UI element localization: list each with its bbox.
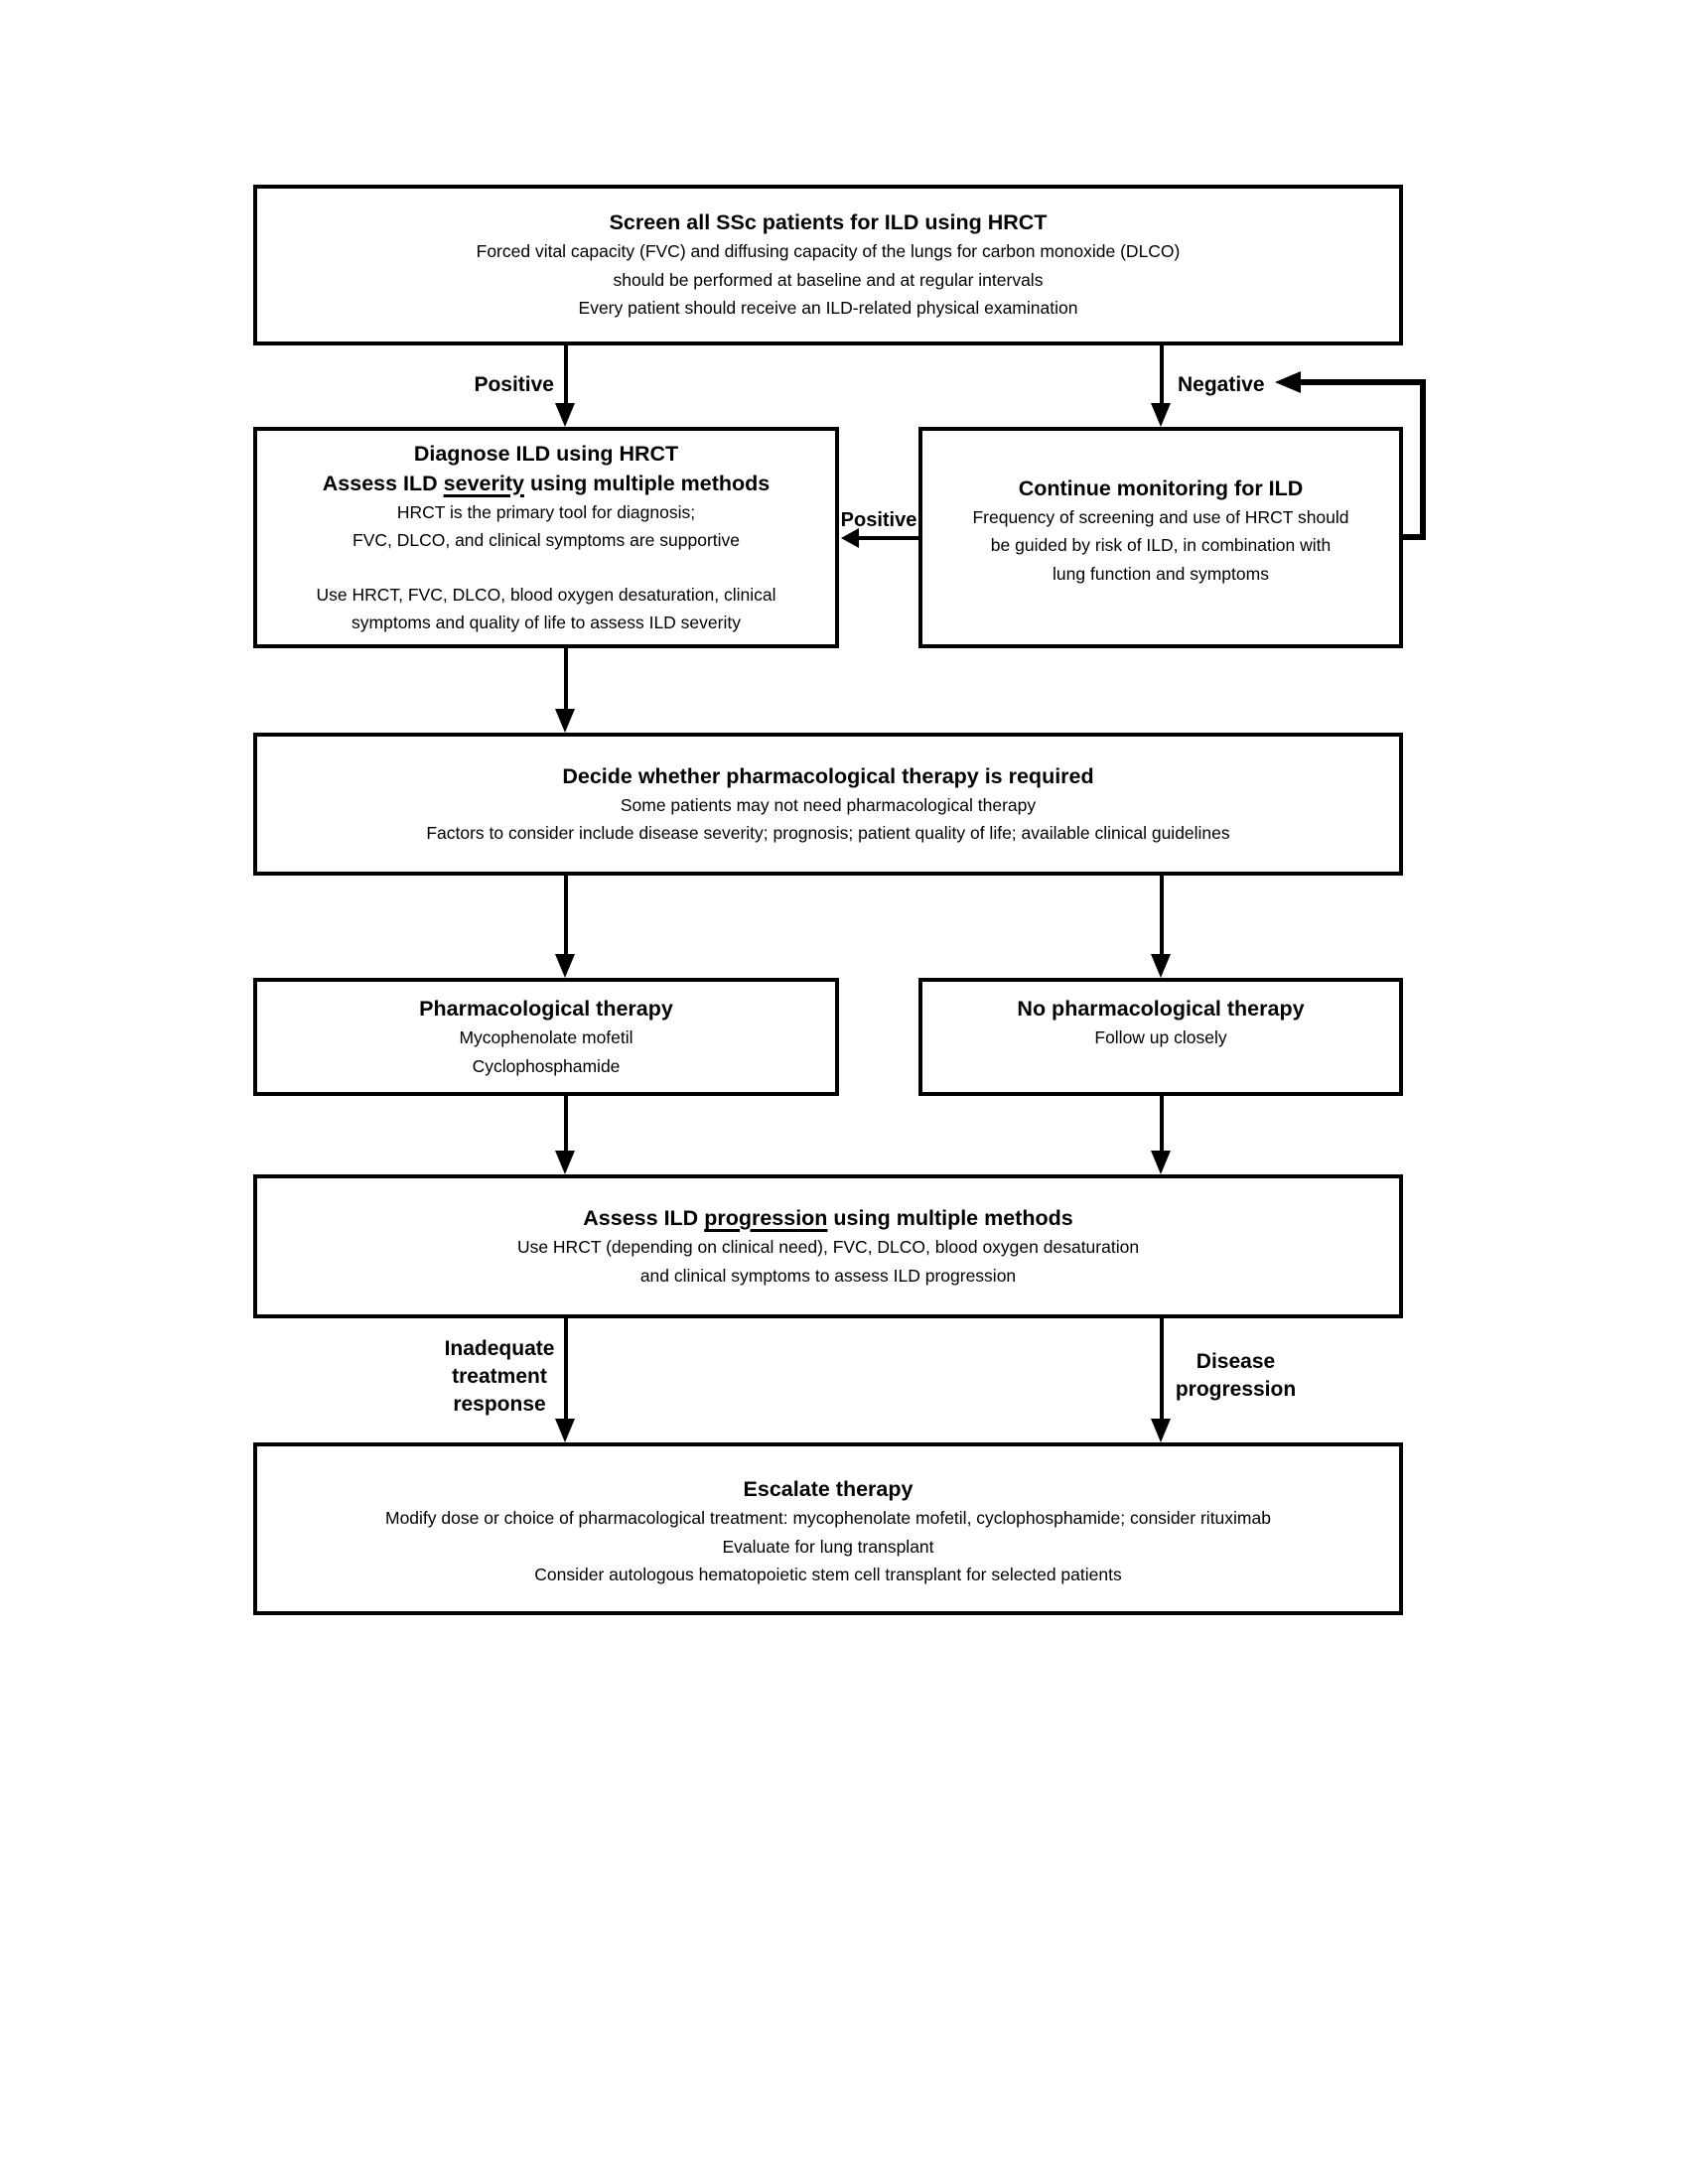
screen-box-title: Screen all SSc patients for ILD using HR…	[609, 210, 1048, 235]
escalate-box: Escalate therapy Modify dose or choice o…	[253, 1442, 1403, 1615]
progression-box-line: and clinical symptoms to assess ILD prog…	[639, 1265, 1017, 1286]
arrowhead-left-icon	[1275, 371, 1301, 393]
escalate-box-line: Consider autologous hematopoietic stem c…	[534, 1565, 1122, 1585]
diagnose-box-line: HRCT is the primary tool for diagnosis;	[396, 501, 696, 522]
arrow-screen-to-diagnose	[564, 345, 568, 407]
progression-box: Assess ILD progression using multiple me…	[253, 1174, 1403, 1318]
label-inadequate-line: Inadequate	[444, 1337, 555, 1360]
diagnose-subtitle-pre: Assess ILD	[322, 471, 444, 495]
label-disease-line: Disease	[1196, 1350, 1276, 1373]
decide-box-line: Factors to consider include disease seve…	[426, 823, 1230, 843]
no-pharm-box-line: Follow up closely	[1094, 1027, 1227, 1047]
progression-box-title: Assess ILD progression using multiple me…	[583, 1203, 1072, 1233]
progression-title-post: using multiple methods	[827, 1206, 1073, 1230]
monitor-box: Continue monitoring for ILD Frequency of…	[918, 427, 1403, 648]
diagnose-box-line: FVC, DLCO, and clinical symptoms are sup…	[352, 530, 740, 550]
pharm-box-line: Mycophenolate mofetil	[459, 1027, 633, 1047]
label-inadequate-response: Inadequate treatment response	[417, 1335, 582, 1419]
diagnose-box-subtitle: Assess ILD severity using multiple metho…	[323, 469, 770, 498]
arrow-screen-to-monitor	[1160, 345, 1164, 407]
arrowhead-down-icon	[555, 954, 575, 978]
pharm-box: Pharmacological therapy Mycophenolate mo…	[253, 978, 839, 1096]
diagnose-subtitle-underlined: severity	[443, 471, 524, 495]
progression-box-line: Use HRCT (depending on clinical need), F…	[516, 1237, 1140, 1257]
decide-box: Decide whether pharmacological therapy i…	[253, 733, 1403, 876]
diagnose-box-title: Diagnose ILD using HRCT	[413, 441, 679, 466]
no-pharm-box-title: No pharmacological therapy	[1017, 997, 1305, 1021]
arrow-decide-to-no-pharm	[1160, 876, 1164, 956]
arrow-diagnose-to-decide	[564, 648, 568, 711]
arrow-pharm-to-progression	[564, 1096, 568, 1153]
monitor-box-line: lung function and symptoms	[1053, 563, 1269, 584]
diagnose-box-line: Use HRCT, FVC, DLCO, blood oxygen desatu…	[316, 584, 776, 605]
arrowhead-down-icon	[1151, 954, 1171, 978]
label-disease-progression: Disease progression	[1154, 1348, 1318, 1404]
feedback-line-bottom	[1399, 534, 1426, 540]
monitor-box-line: Frequency of screening and use of HRCT s…	[972, 506, 1349, 527]
monitor-box-line: be guided by risk of ILD, in combination…	[990, 535, 1332, 556]
label-disease-line: progression	[1175, 1378, 1297, 1401]
label-positive-mid: Positive	[840, 509, 917, 531]
decide-box-title: Decide whether pharmacological therapy i…	[562, 763, 1094, 788]
pharm-box-line: Cyclophosphamide	[472, 1055, 621, 1076]
screen-box: Screen all SSc patients for ILD using HR…	[253, 185, 1403, 345]
label-negative-top: Negative	[1178, 373, 1265, 396]
progression-title-underlined: progression	[704, 1206, 828, 1230]
label-inadequate-line: treatment	[452, 1365, 547, 1388]
arrowhead-down-icon	[555, 1151, 575, 1174]
screen-box-line: Forced vital capacity (FVC) and diffusin…	[476, 241, 1181, 262]
monitor-box-title: Continue monitoring for ILD	[1018, 476, 1304, 500]
no-pharm-box: No pharmacological therapy Follow up clo…	[918, 978, 1403, 1096]
feedback-line-right	[1420, 379, 1426, 540]
feedback-line-top	[1301, 379, 1426, 385]
pharm-box-title: Pharmacological therapy	[419, 997, 673, 1021]
label-positive-top: Positive	[474, 373, 554, 396]
escalate-box-title: Escalate therapy	[743, 1477, 914, 1502]
screen-box-line: should be performed at baseline and at r…	[613, 269, 1044, 290]
arrow-progression-to-escalate-right	[1160, 1318, 1164, 1421]
arrow-no-pharm-to-progression	[1160, 1096, 1164, 1153]
arrowhead-down-icon	[555, 403, 575, 427]
arrow-monitor-to-diagnose	[858, 536, 918, 540]
arrow-decide-to-pharm	[564, 876, 568, 956]
screen-box-line: Every patient should receive an ILD-rela…	[578, 298, 1078, 319]
decide-box-line: Some patients may not need pharmacologic…	[620, 794, 1037, 815]
progression-title-pre: Assess ILD	[583, 1206, 705, 1230]
diagnose-box: Diagnose ILD using HRCT Assess ILD sever…	[253, 427, 839, 648]
arrowhead-down-icon	[1151, 1419, 1171, 1442]
arrowhead-down-icon	[1151, 403, 1171, 427]
escalate-box-line: Modify dose or choice of pharmacological…	[385, 1508, 1271, 1529]
diagnose-subtitle-post: using multiple methods	[523, 471, 771, 495]
diagnose-box-line: symptoms and quality of life to assess I…	[352, 613, 741, 632]
arrow-progression-to-escalate-left	[564, 1318, 568, 1421]
arrowhead-down-icon	[1151, 1151, 1171, 1174]
arrowhead-down-icon	[555, 709, 575, 733]
arrowhead-left-icon	[841, 528, 859, 548]
label-inadequate-line: response	[453, 1393, 546, 1416]
arrowhead-down-icon	[555, 1419, 575, 1442]
escalate-box-line: Evaluate for lung transplant	[722, 1536, 934, 1557]
